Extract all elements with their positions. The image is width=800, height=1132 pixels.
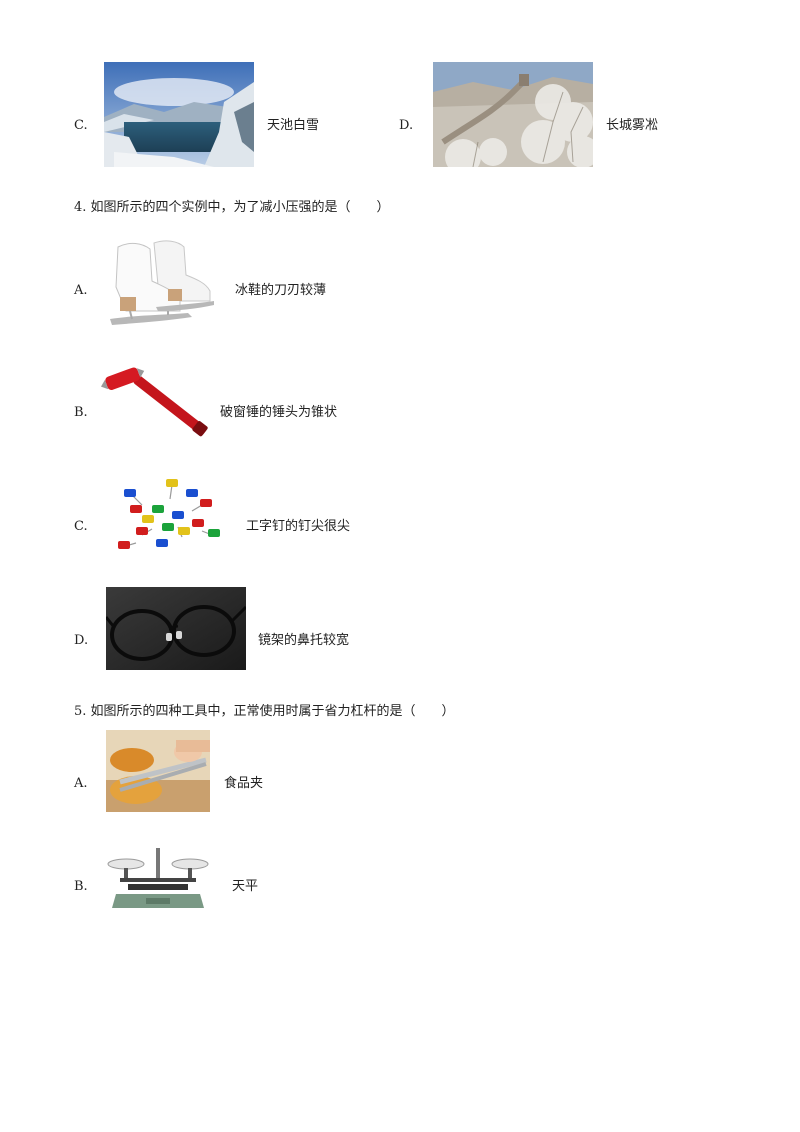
push-pins-photo [112, 475, 228, 561]
option-caption: 天池白雪 [267, 118, 320, 133]
great-wall-rime-photo [433, 62, 593, 167]
option-caption: 长城雾凇 [606, 118, 659, 133]
option-letter: C. [74, 519, 88, 534]
option-caption: 冰鞋的刀刃较薄 [235, 283, 327, 298]
option-letter: D. [399, 118, 414, 133]
ice-skates-photo [106, 235, 218, 327]
question-stem: 4. 如图所示的四个实例中，为了减小压强的是（ ） [74, 200, 390, 215]
option-letter: B. [74, 879, 88, 894]
option-caption: 食品夹 [224, 776, 264, 791]
balance-scale-photo [106, 844, 210, 910]
option-caption: 破窗锤的锤头为锥状 [220, 405, 338, 420]
option-caption: 工字钉的钉尖很尖 [246, 519, 351, 534]
question-stem: 5. 如图所示的四种工具中，正常使用时属于省力杠杆的是（ ） [74, 704, 455, 719]
eyeglasses-photo [106, 587, 246, 670]
option-letter: C. [74, 118, 88, 133]
option-letter: D. [74, 633, 89, 648]
option-caption: 镜架的鼻托较宽 [258, 633, 350, 648]
tianchi-snow-lake-photo [104, 62, 254, 167]
option-letter: A. [74, 283, 88, 298]
option-letter: B. [74, 405, 88, 420]
option-caption: 天平 [232, 879, 259, 894]
emergency-hammer-photo [100, 362, 210, 458]
option-letter: A. [74, 776, 88, 791]
food-tongs-photo [106, 730, 210, 812]
